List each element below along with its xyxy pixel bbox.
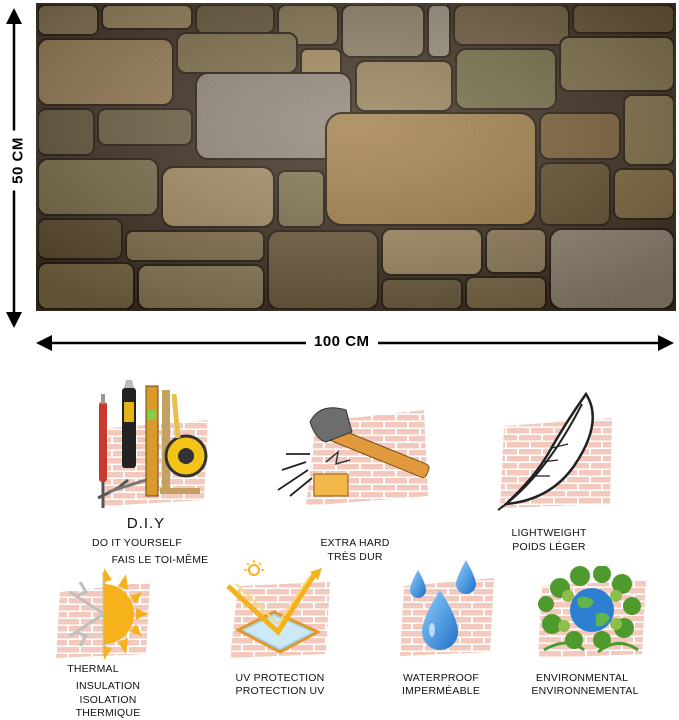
hammer-icon	[277, 407, 430, 506]
uv-caption-en: UV PROTECTION	[235, 672, 325, 684]
diy-caption-en: DO IT YOURSELF	[92, 537, 182, 549]
stone-wall-panel-image	[36, 3, 676, 311]
light-caption-fr: POIDS LÉGER	[512, 541, 586, 553]
hard-caption-fr: TRÈS DUR	[327, 551, 383, 563]
light-caption-en: LIGHTWEIGHT	[511, 527, 587, 539]
diy-caption-fr: FAIS LE TOI-MÊME	[111, 554, 209, 566]
water-caption-en: WATERPROOF	[402, 672, 480, 684]
dimension-arrows	[6, 8, 674, 351]
sun-snowflake-icon	[56, 568, 150, 660]
eco-caption-en: ENVIRONMENTAL	[535, 672, 629, 684]
thermal-caption-1: THERMAL	[67, 663, 119, 675]
hard-caption-en: EXTRA HARD	[320, 537, 390, 549]
thermal-caption-4: THERMIQUE	[75, 707, 141, 719]
water-caption-fr: IMPERMÉABLE	[401, 685, 481, 697]
feather-icon	[497, 392, 612, 511]
width-dimension-label: 100 CM	[306, 333, 378, 350]
tools-icon	[97, 380, 208, 508]
earth-leaves-icon	[538, 566, 646, 658]
eco-caption-fr: ENVIRONNEMENTAL	[531, 685, 639, 697]
height-dimension-label: 50 CM	[9, 130, 27, 191]
thermal-caption-2: INSULATION	[75, 680, 141, 692]
thermal-caption-3: ISOLATION	[79, 694, 137, 706]
diy-title: D.I.Y	[126, 515, 166, 532]
uv-caption-fr: PROTECTION UV	[235, 685, 325, 697]
water-drops-icon	[400, 560, 494, 656]
uv-shield-icon	[226, 560, 330, 658]
